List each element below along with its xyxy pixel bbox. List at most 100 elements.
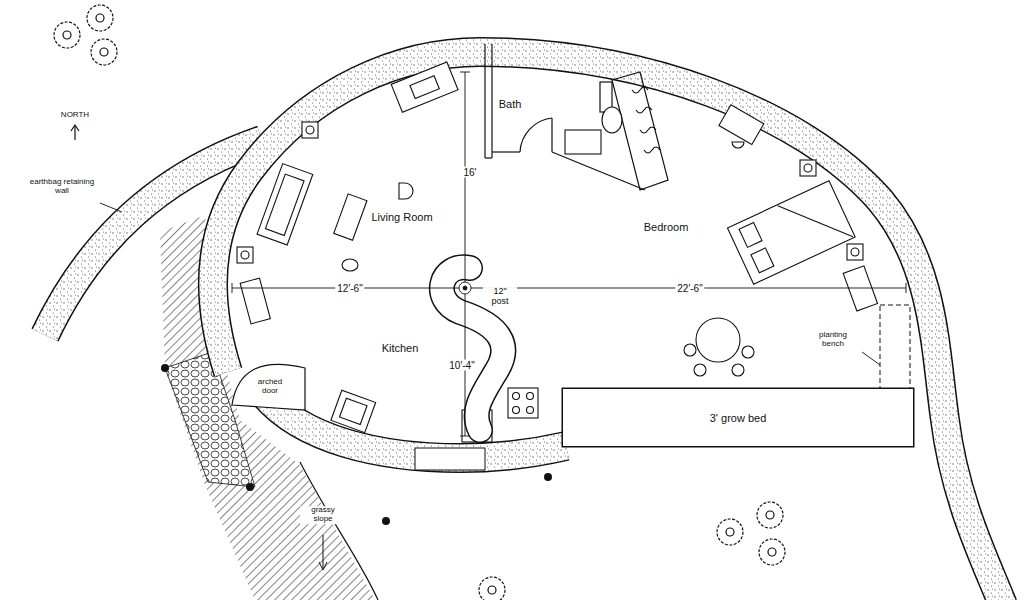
fixtures-part (694, 364, 706, 376)
dimension-label: 12'-6" (335, 283, 364, 294)
earthbag-wall-part (213, 52, 1003, 600)
trees-part (488, 586, 496, 594)
grassy-slope-part (300, 462, 378, 600)
fixtures-part-part (331, 390, 376, 432)
fixtures-part (565, 130, 601, 154)
dimension-lines-part (463, 286, 467, 290)
fixtures-part-part (843, 266, 877, 311)
fixtures-part (334, 194, 367, 240)
fixtures-part (719, 105, 764, 145)
trees-part (766, 511, 774, 519)
fixtures-part (399, 183, 413, 199)
fixtures-part (527, 407, 534, 414)
fixtures-part-part (778, 182, 853, 260)
marker-dots-part (161, 364, 169, 372)
earthbag-wall (45, 52, 1003, 600)
fixtures-part (257, 164, 313, 245)
planting-bench-part (880, 305, 910, 390)
grassy-slope-part (319, 562, 327, 570)
fixtures-part-part (751, 248, 774, 273)
grow-bed: 3' grow bed (562, 388, 914, 447)
fixtures-part (684, 344, 696, 356)
grow-bed-outline-part (562, 388, 914, 447)
fixtures-part-part (340, 398, 368, 424)
interior-walls-part (492, 151, 520, 152)
room-label: Bedroom (642, 221, 691, 233)
dimension-lines-part (232, 283, 233, 293)
marker-dots-part (544, 473, 552, 481)
post-label: 12" post (483, 287, 517, 307)
trees-part (726, 528, 734, 536)
wall-label: earthbag retaining wall (24, 178, 100, 196)
fixtures-part (342, 259, 358, 271)
fixtures-part-part (727, 181, 855, 285)
fixtures-part (331, 390, 376, 432)
planting-bench-part (862, 352, 880, 365)
fixtures-part-part (719, 105, 764, 145)
interior-walls-part (485, 157, 492, 158)
north-arrow-part (71, 125, 79, 131)
trees-part (479, 577, 505, 600)
bench-label: planting bench (805, 331, 861, 349)
trees-part (96, 14, 104, 22)
dimension-lines-part (459, 282, 471, 294)
dimension-lines-part (906, 283, 907, 293)
fixtures-part (306, 126, 314, 134)
trees-part (100, 48, 108, 56)
fixtures-part (847, 244, 863, 260)
slope-label: grassy slope (300, 506, 346, 524)
interior-walls-part (551, 118, 552, 152)
interior-walls-part (484, 44, 485, 158)
trees-part (759, 539, 785, 565)
fixtures-part (237, 247, 253, 263)
fixtures-part-part (240, 278, 270, 324)
interior-walls-part (491, 44, 492, 158)
fixtures-part (302, 122, 318, 138)
marker-dots-part (382, 517, 390, 525)
fixtures-part-part (391, 62, 458, 112)
fixtures-part (804, 164, 812, 172)
dimension-lines (232, 72, 906, 436)
fixtures-part (800, 160, 816, 176)
interior-walls (485, 44, 668, 190)
compass-label: NORTH (59, 111, 91, 120)
trees-part (54, 22, 80, 48)
fixtures-part-part (334, 194, 367, 240)
fixtures-part-part (410, 76, 439, 99)
door-label: arched door (248, 378, 292, 396)
trees-part (91, 39, 117, 65)
fixtures-part (508, 388, 538, 418)
dimension-lines-part (232, 288, 906, 289)
planting-bench (862, 305, 910, 390)
fixtures-part (732, 142, 744, 148)
arched-door (232, 364, 305, 410)
grassy-slope-part (165, 352, 255, 487)
trees-part (87, 5, 113, 31)
dimension-lines-part (460, 436, 470, 437)
fixtures (237, 62, 878, 442)
interior-walls-part (520, 118, 552, 152)
interior-walls-part (612, 72, 668, 190)
room-label: Kitchen (380, 342, 421, 354)
trees-part (768, 548, 776, 556)
fixtures-part-part (739, 223, 762, 248)
fixtures-part (696, 318, 740, 362)
fixtures-part (851, 248, 859, 256)
fixtures-part (527, 393, 534, 400)
leader-line (100, 203, 122, 212)
grassy-slope-part (160, 215, 375, 600)
fixtures-part-part (257, 164, 313, 245)
fixtures-part (727, 181, 855, 285)
fixtures-part (602, 107, 622, 133)
earthbag-wall-part (213, 52, 1003, 600)
trees-part (757, 502, 783, 528)
north-arrow-part (74, 126, 75, 140)
fixtures-part (513, 407, 520, 414)
trees-part (63, 31, 71, 39)
fixtures-part-part (265, 174, 304, 235)
interior-walls-part (552, 152, 645, 190)
north-arrow (71, 125, 79, 140)
fixtures-part (513, 393, 520, 400)
trees (54, 5, 785, 600)
fixtures-part (240, 278, 270, 324)
